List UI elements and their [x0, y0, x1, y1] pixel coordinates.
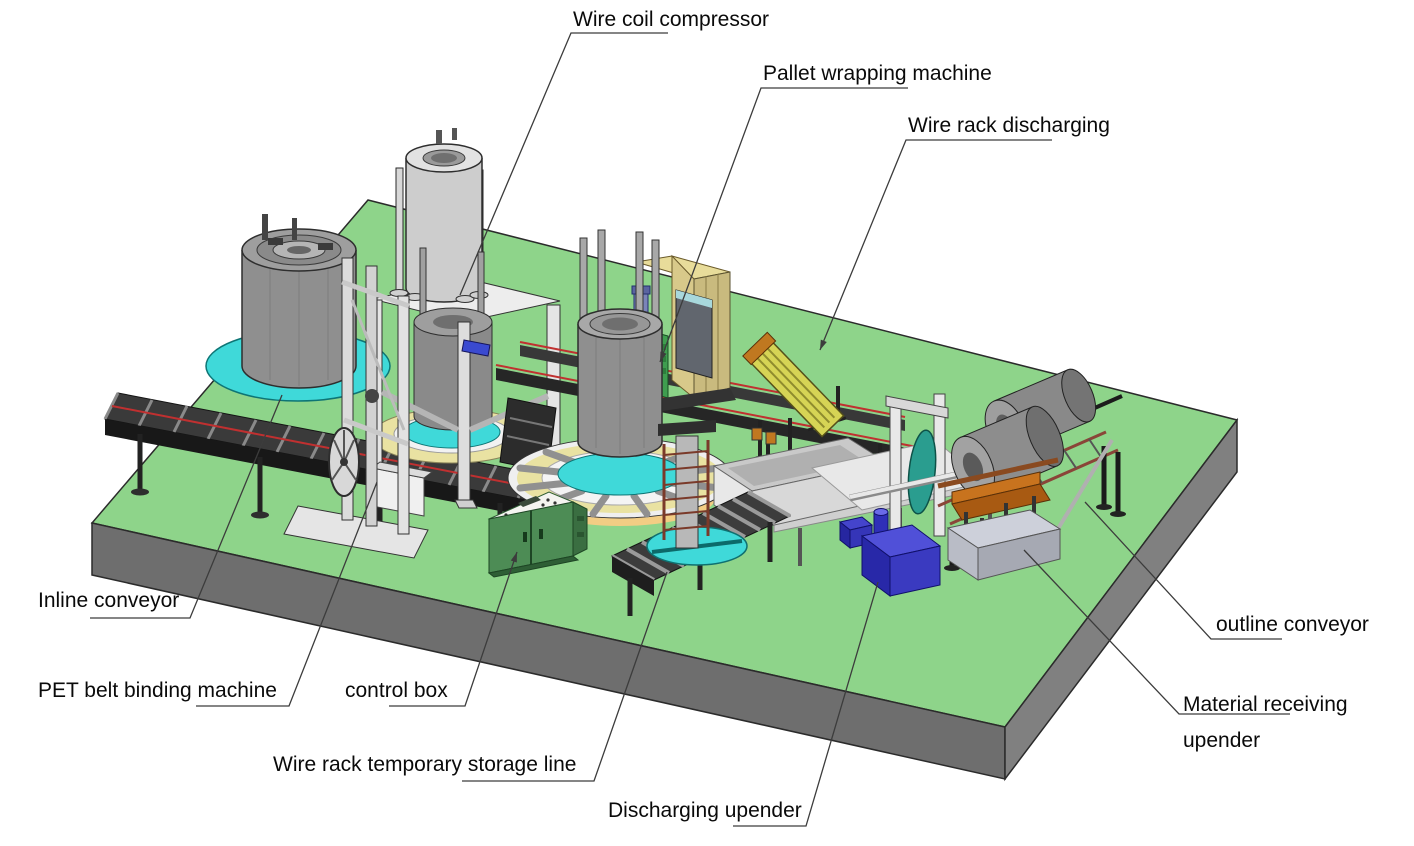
control-box-cabinet	[487, 491, 588, 578]
label-wire-coil-compressor: Wire coil compressor	[573, 8, 770, 31]
label-control-box: control box	[345, 679, 448, 702]
leader-control-box	[389, 551, 518, 707]
belt-pulley	[365, 389, 379, 403]
blue-clamp	[461, 339, 491, 357]
leader-wire-rack-discharging	[819, 139, 1052, 351]
label-material-receiving-line1: Material receiving	[1183, 693, 1348, 716]
label-outline-conveyor: outline conveyor	[1216, 613, 1369, 636]
label-pallet-wrapping-machine: Pallet wrapping machine	[763, 62, 992, 85]
material-receiving-upender-machine	[937, 457, 1062, 581]
discharging-upender-blue-unit	[838, 508, 942, 597]
leader-wire-coil-compressor	[459, 32, 668, 296]
leader-inline-conveyor	[90, 394, 283, 619]
callout-leader-lines	[90, 32, 1290, 827]
pallet-wrapping-machine-3d	[631, 254, 736, 447]
pet-belt-binding-machine-3d	[283, 257, 434, 559]
wrapper-door	[675, 289, 713, 379]
label-wire-rack-discharging: Wire rack discharging	[908, 114, 1110, 137]
label-wire-rack-temporary-storage-line: Wire rack temporary storage line	[273, 753, 577, 776]
label-discharging-upender: Discharging upender	[608, 799, 802, 822]
label-pet-belt-binding-machine: PET belt binding machine	[38, 679, 277, 702]
leader-pallet-wrapping-machine	[659, 87, 908, 363]
label-inline-conveyor: Inline conveyor	[38, 589, 180, 612]
upender-disc-teal	[907, 429, 937, 515]
leader-wire-rack-temporary-storage-line	[462, 571, 668, 782]
leader-material-receiving-upender	[1023, 549, 1290, 715]
leader-arrowheads	[510, 339, 827, 563]
storage-mast	[675, 435, 699, 549]
label-material-receiving-upender: Material receiving upender	[1183, 687, 1348, 758]
wire-coil-on-pallet	[205, 214, 391, 402]
leader-discharging-upender	[733, 581, 879, 827]
leader-pet-belt-binding-machine	[196, 481, 378, 707]
platform-side-right	[1004, 417, 1238, 782]
leader-outline-conveyor	[1084, 501, 1282, 640]
label-material-receiving-line2: upender	[1183, 728, 1261, 752]
